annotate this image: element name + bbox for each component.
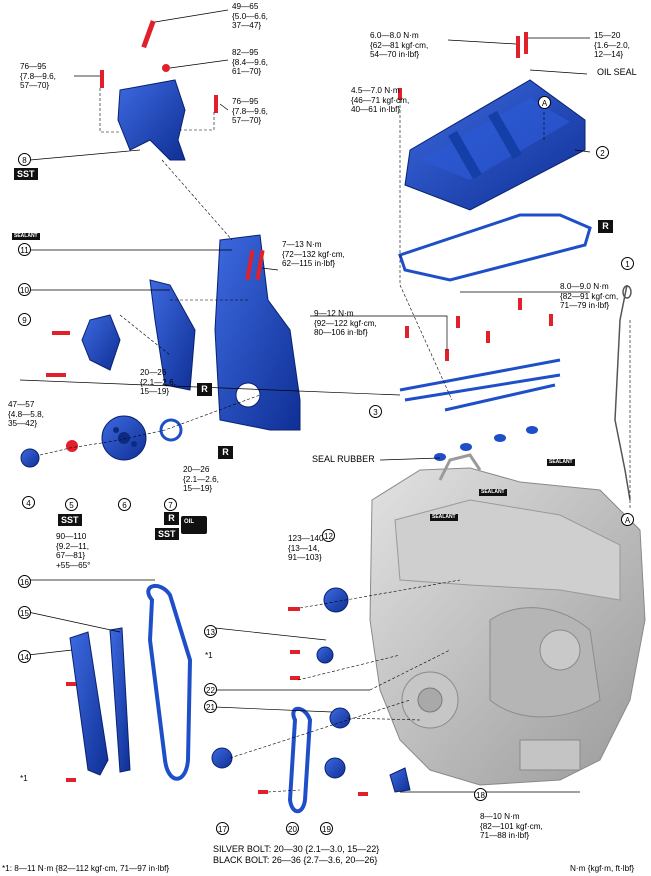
callout-A-bottom: A: [621, 513, 634, 526]
callout-13: 13: [204, 625, 217, 638]
sst-badge-8: SST: [14, 168, 38, 180]
torque-label-123-140: 123—140 {13—14, 91—103}: [288, 534, 324, 563]
sprockets: [211, 587, 411, 793]
r-badge-cover-a: R: [197, 383, 212, 396]
callout-16: 16: [18, 575, 31, 588]
chain-guide-14: [69, 631, 109, 776]
callout-19: 19: [320, 822, 333, 835]
engine-mount-bracket: [117, 79, 186, 161]
note-star1-b: *1: [20, 774, 28, 783]
callout-20: 20: [286, 822, 299, 835]
torque-label-49-65: 49—65 {5.0—6.6, 37—47}: [232, 2, 268, 31]
sealant-tag-11: SEALANT: [12, 233, 40, 240]
torque-label-90-110: 90—110 {9.2—11, 67—81} +55—65°: [56, 532, 91, 570]
callout-7: 7: [164, 498, 177, 511]
callout-11: 11: [18, 243, 31, 256]
torque-label-4-5-7: 4.5—7.0 N·m {46—71 kgf·cm, 40—61 in·lbf}: [351, 86, 410, 115]
torque-label-76-95-b: 76—95 {7.8—9.6, 57—70}: [232, 97, 268, 126]
torque-label-8-9: 8.0—9.0 N·m {82—91 kgf·cm, 71—79 in·lbf}: [560, 282, 619, 311]
torque-label-82-95: 82—95 {8.4—9.6, 61—70}: [232, 48, 268, 77]
oil-seal-label: OIL SEAL: [597, 67, 637, 77]
cylinder-head-cover: [404, 79, 586, 211]
oil-can-label: OIL: [184, 519, 194, 525]
sealant-tag-engine-b: SEALANT: [479, 489, 507, 496]
callout-10: 10: [18, 283, 31, 296]
gasket-strips: [399, 358, 561, 412]
oil-can-icon: OIL: [181, 516, 207, 534]
torque-label-15-20: 15—20 {1.6—2.0, 12—14}: [594, 31, 630, 60]
black-bolt-spec: BLACK BOLT: 26—36 {2.7—3.6, 20—26}: [213, 855, 378, 865]
units-note: N·m {kgf·m, ft·lbf}: [570, 864, 635, 873]
engine-block: [369, 453, 646, 786]
callout-5: 5: [65, 498, 78, 511]
silver-bolt-spec: SILVER BOLT: 20—30 {2.1—3.0, 15—22}: [213, 844, 380, 854]
chain-guide-15: [109, 627, 131, 773]
callout-1: 1: [621, 257, 634, 270]
sealant-tag-engine-c: SEALANT: [430, 514, 458, 521]
timing-chain: [146, 584, 193, 781]
callout-8: 8: [18, 153, 31, 166]
head-cover-gasket: [398, 213, 592, 282]
callout-3: 3: [369, 405, 382, 418]
note-star1-a: *1: [205, 651, 213, 660]
callout-14: 14: [18, 650, 31, 663]
torque-label-47-57: 47—57 {4.8—5.8, 35—42}: [8, 400, 44, 429]
seal-rubber-label: SEAL RUBBER: [312, 454, 375, 464]
callout-15: 15: [18, 606, 31, 619]
torque-label-8-10: 8—10 N·m {82—101 kgf·cm, 71—88 in·lbf}: [480, 812, 543, 841]
chain-guide-plate: [149, 279, 196, 391]
crank-pulley: [20, 415, 183, 468]
callout-12: 12: [322, 529, 335, 542]
sealant-tag-engine-a: SEALANT: [547, 459, 575, 466]
oil-pump-chain: [287, 706, 313, 814]
callout-17: 17: [216, 822, 229, 835]
footnote: *1: 8—11 N·m {82—112 kgf·cm, 71—97 in·lb…: [2, 864, 170, 873]
leader-lines: [19, 9, 591, 793]
sst-badge-5: SST: [58, 514, 82, 526]
bolts: [46, 20, 553, 796]
sst-badge-7: SST: [155, 528, 179, 540]
seal-rubbers: [434, 426, 538, 461]
callout-A-top: A: [538, 96, 551, 109]
torque-label-7-13: 7—13 N·m {72—132 kgf·cm, 62—115 in·lbf}: [282, 240, 345, 269]
callout-2: 2: [596, 146, 609, 159]
r-badge-7: R: [164, 512, 179, 525]
dipstick: [614, 284, 631, 501]
torque-label-20-26-a: 20—26 {2.1—2.6, 15—19}: [140, 368, 176, 397]
callout-6: 6: [118, 498, 131, 511]
callout-21: 21: [204, 700, 217, 713]
callout-18: 18: [474, 788, 487, 801]
torque-label-20-26-b: 20—26 {2.1—2.6, 15—19}: [183, 465, 219, 494]
callout-22: 22: [204, 683, 217, 696]
r-badge-cover-b: R: [218, 446, 233, 459]
dashed-guides: [39, 88, 631, 793]
r-badge-gasket: R: [598, 220, 613, 233]
torque-label-6-8: 6.0—8.0 N·m {62—81 kgf·cm, 54—70 in·lbf}: [370, 31, 429, 60]
callout-4: 4: [22, 496, 35, 509]
torque-label-9-12: 9—12 N·m {92—122 kgf·cm, 80—106 in·lbf}: [314, 309, 377, 338]
chain-tensioner: [81, 314, 121, 371]
torque-label-76-95-a: 76—95 {7.8—9.6, 57—70}: [20, 62, 56, 91]
callout-9: 9: [18, 313, 31, 326]
